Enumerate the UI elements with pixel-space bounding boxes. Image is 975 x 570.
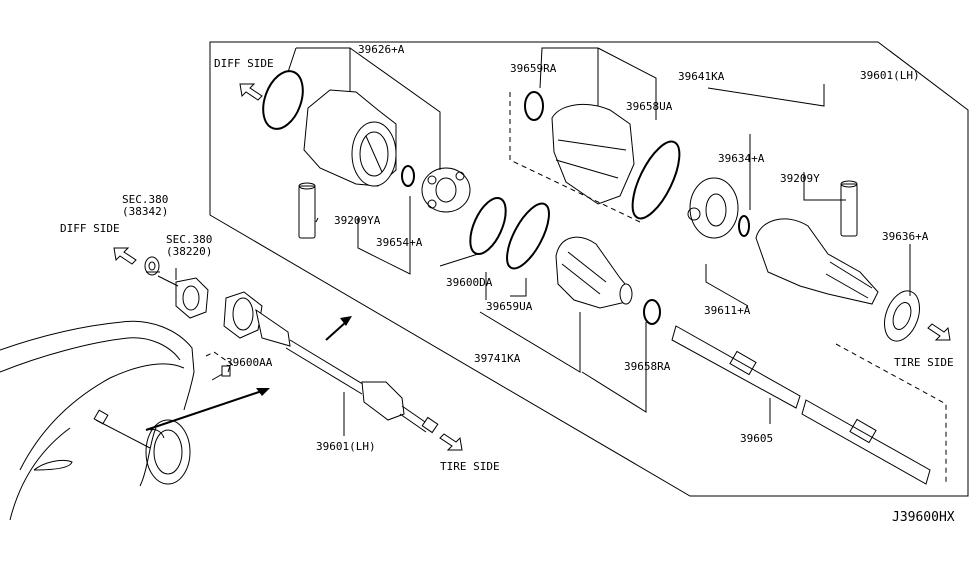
joint-housing-39626A [303,89,397,187]
label-39611A: 39611+A [704,304,751,317]
label-diff-side-upper: DIFF SIDE [214,57,274,70]
joint-housing-lower [223,291,263,339]
exploded-parts [262,70,931,485]
leader-lines [146,47,911,436]
label-39209YA: 39209YA [334,214,381,227]
spacer-shaft-39209Y [840,180,858,237]
label-sec380-2-code: (38220) [166,245,212,258]
label-39658RA: 39658RA [624,360,671,373]
boot-39741KA [555,236,633,309]
clamp-39658RA [643,299,661,325]
label-sec380-1: SEC.380 [122,193,168,206]
label-39605: 39605 [740,432,773,445]
snap-ring-diff [262,70,304,130]
inner-race-39611A [687,177,739,239]
snap-ring-39600DA [469,197,507,255]
label-39654A: 39654+A [376,236,423,249]
assembled-shaft-lower [144,256,439,434]
label-diff-side-lower: DIFF SIDE [60,222,120,235]
label-39659UA: 39659UA [486,300,533,313]
seal-39636A [884,290,920,342]
label-tire-side-lower: TIRE SIDE [440,460,500,473]
boot-band-39659UA [506,202,550,270]
label-39636A: 39636+A [882,230,929,243]
tire-side-arrow-lower [439,433,463,451]
labels: DIFF SIDE DIFF SIDE TIRE SIDE TIRE SIDE … [60,43,955,525]
label-39209Y: 39209Y [780,172,820,185]
vehicle-silhouette [0,320,195,521]
location-arrow [145,388,270,431]
clamp-39659RA [524,91,544,121]
label-39658UA: 39658UA [626,100,673,113]
tripod-joint [421,167,471,213]
label-sec380-1-code: (38342) [122,205,168,218]
label-39634A: 39634+A [718,152,765,165]
intermediate-shaft-39605 [671,325,931,485]
boot-39641KA [551,104,635,205]
boot-band-39658UA [631,140,681,220]
label-39659RA: 39659RA [510,62,557,75]
label-39600AA: 39600AA [226,356,273,369]
exploded-view-frame [209,41,969,497]
dashed-guides [205,92,947,484]
tire-side-arrow-right [927,323,951,341]
label-39601LH-top: 39601(LH) [860,69,920,82]
spacer-shaft-39209YA [298,182,316,239]
label-tire-side-right: TIRE SIDE [894,356,954,369]
label-39601LH-bottom: 39601(LH) [316,440,376,453]
label-39626A: 39626+A [358,43,405,56]
label-39641KA: 39641KA [678,70,725,83]
diagram-id: J39600HX [892,510,955,525]
direction-arrows [113,83,951,451]
outer-cv-joint [755,218,879,305]
shaft-flange-lower [175,277,209,319]
label-sec380-2: SEC.380 [166,233,212,246]
label-39741KA: 39741KA [474,352,521,365]
diff-side-arrow-upper [239,83,263,101]
label-39600DA: 39600DA [446,276,493,289]
diff-side-arrow-lower [113,247,137,265]
